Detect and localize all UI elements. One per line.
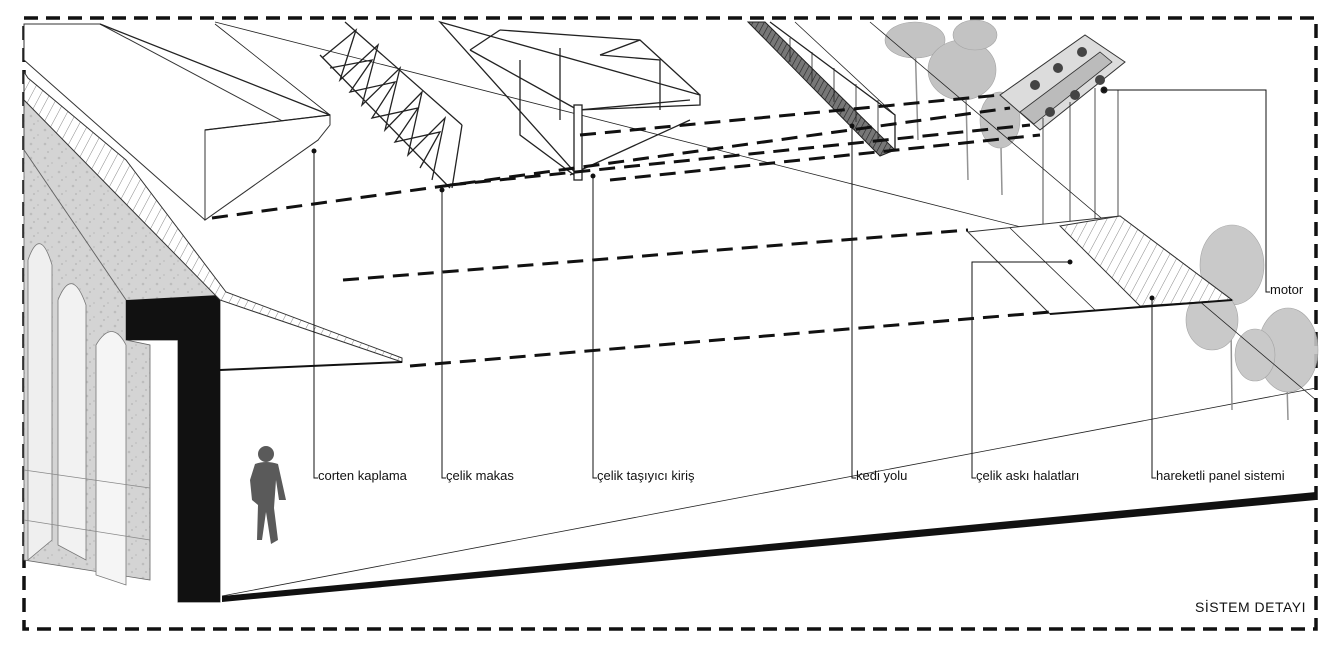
leader-lines <box>311 87 1270 479</box>
label-kedi-yolu: kedi yolu <box>856 468 907 483</box>
moving-panel-system <box>966 215 1234 315</box>
label-hareketli-panel-sistemi: hareketli panel sistemi <box>1156 468 1285 483</box>
drawing-title: SİSTEM DETAYI <box>1195 598 1306 615</box>
masonry-arcade-wall <box>23 73 221 603</box>
tree-icon <box>884 19 1021 196</box>
label-celik-makas: çelik makas <box>446 468 514 483</box>
steel-truss <box>319 21 463 189</box>
tree-icon <box>1185 224 1319 421</box>
label-corten-kaplama: corten kaplama <box>318 468 408 483</box>
label-celik-tasiyici-kiris: çelik taşıyıcı kiriş <box>597 468 695 483</box>
label-celik-aski-halatlari: çelik askı halatları <box>976 468 1079 483</box>
walking-person-icon <box>250 446 286 544</box>
motor-pulley-assembly <box>999 34 1126 131</box>
catwalk <box>746 21 896 157</box>
corten-cladding-walkway <box>23 23 403 371</box>
label-motor: motor <box>1270 282 1304 297</box>
movement-dashed-lines <box>211 93 1051 368</box>
ground-edge <box>221 387 1317 602</box>
